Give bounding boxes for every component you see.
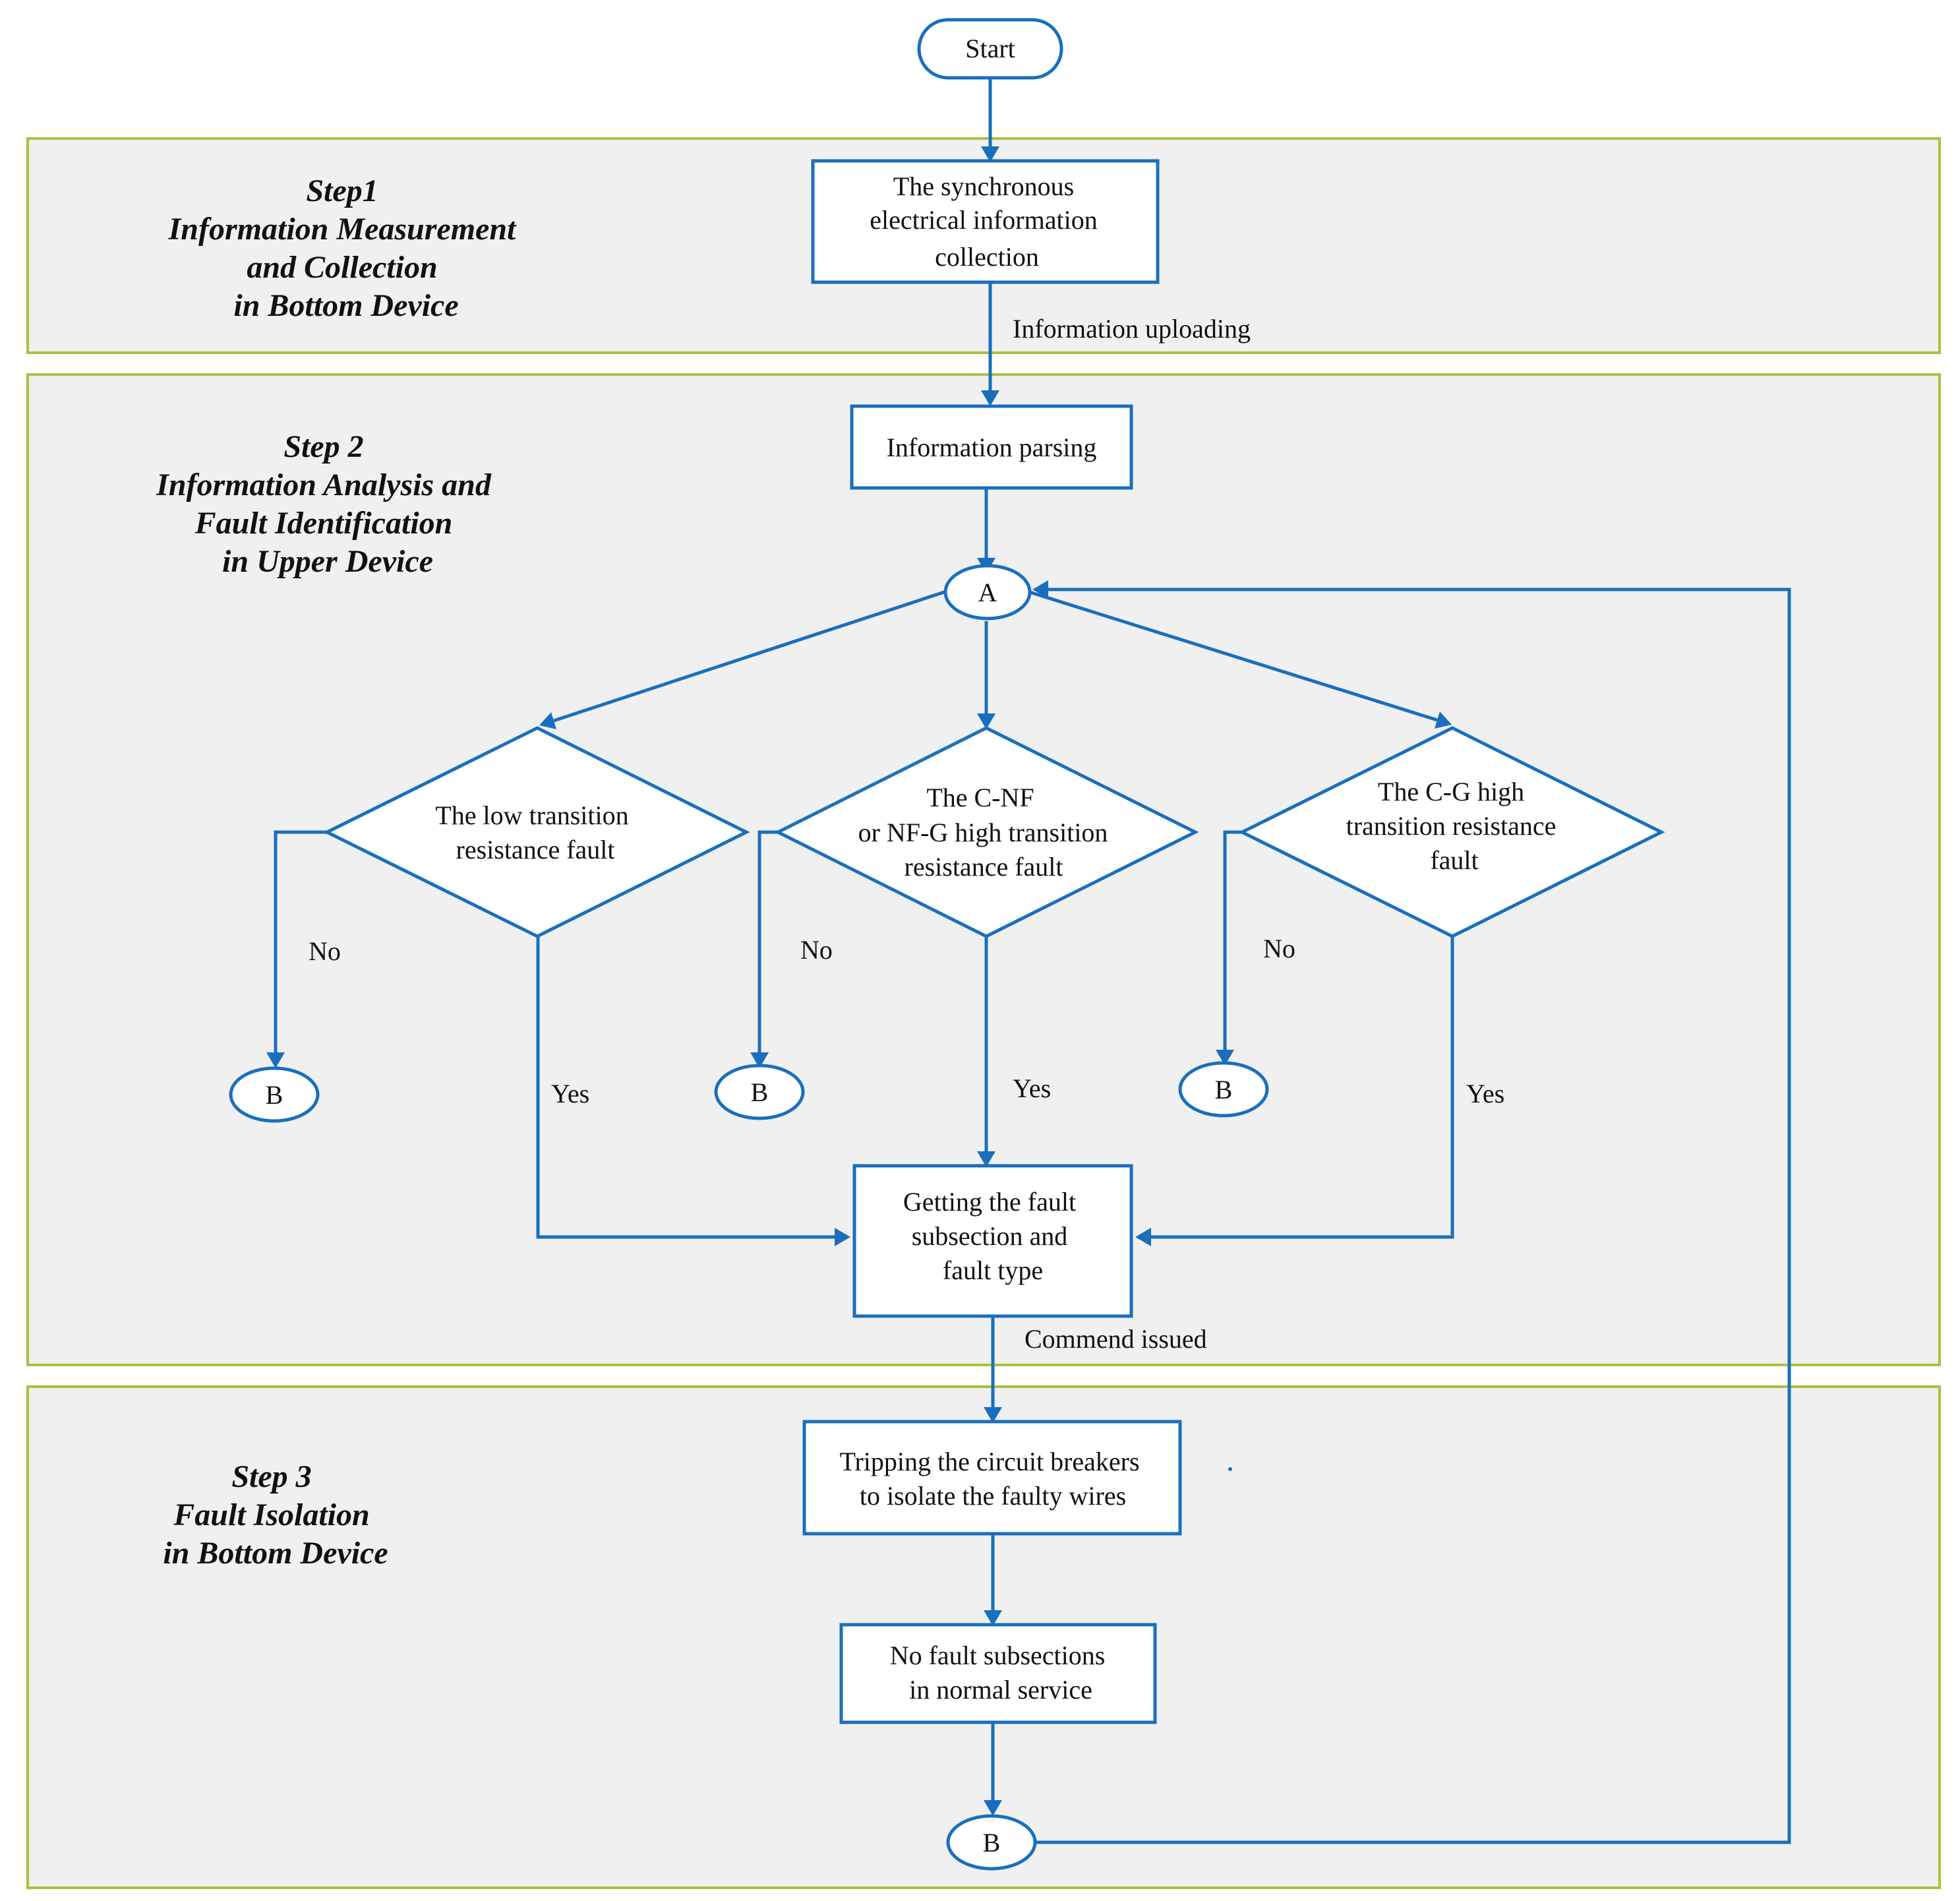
decision-low-transition	[323, 726, 750, 938]
edge-cg-no	[1223, 830, 1242, 1050]
arrowhead	[984, 1407, 1002, 1423]
arrowhead	[1435, 711, 1452, 729]
connector-b-label: B	[983, 1828, 1001, 1857]
decision-cg-line: transition resistance	[1346, 811, 1557, 841]
step3-line: Step 3	[231, 1459, 311, 1494]
decision-low-line: The low transition	[435, 800, 628, 830]
parsing-box	[850, 404, 1133, 490]
connector-b-label: B	[1215, 1075, 1233, 1104]
step2-line: Fault Identification	[194, 506, 453, 541]
arrowhead	[981, 390, 999, 406]
collection-line: The synchronous	[893, 171, 1074, 201]
arrowhead	[1216, 1050, 1234, 1066]
arrowhead	[981, 146, 999, 162]
connector-a-label: A	[978, 578, 997, 607]
commend-label: Commend issued	[1025, 1324, 1207, 1354]
yes-label: Yes	[551, 1079, 589, 1108]
arrowhead	[977, 713, 995, 729]
arrowhead	[1135, 1228, 1151, 1246]
connector-b	[229, 1066, 320, 1123]
no-label: No	[309, 936, 341, 966]
edge-low-no	[274, 830, 327, 1052]
stray-dot	[1228, 1467, 1232, 1471]
tripping-line: Tripping the circuit breakers	[839, 1447, 1139, 1476]
step1-line: and Collection	[247, 250, 437, 285]
connector-b-label: B	[266, 1080, 283, 1110]
no-fault-line: No fault subsections	[890, 1641, 1106, 1670]
connector-a	[943, 564, 1032, 620]
uploading-label: Information uploading	[1013, 314, 1251, 344]
step2-line: Information Analysis and	[156, 468, 492, 502]
step2-line: Step 2	[283, 429, 363, 464]
decision-cg-line: The C-G high	[1378, 777, 1524, 806]
arrowhead	[984, 1800, 1002, 1816]
decision-cnf-label: The C-NF or NF-G high transition resista…	[858, 783, 1115, 882]
decision-cnf-line: or NF-G high transition	[858, 818, 1108, 847]
tripping-line: to isolate the faulty wires	[860, 1481, 1126, 1511]
step2-title: Step 2 Information Analysis and Fault Id…	[156, 429, 499, 579]
arrowhead	[984, 1610, 1002, 1626]
yes-label: Yes	[1013, 1073, 1051, 1103]
edge-a-cg	[1029, 590, 1438, 722]
edge-a-low	[553, 590, 945, 723]
edge-cg-yes	[1151, 936, 1454, 1239]
no-fault-line: in normal service	[909, 1675, 1092, 1705]
edge-loop-b-a	[1035, 588, 1791, 1844]
connector-b-label: B	[751, 1077, 769, 1107]
step1-title: Step1 Information Measurement and Collec…	[168, 173, 524, 323]
decision-cg-label: The C-G high transition resistance fault	[1346, 777, 1563, 875]
connector-b	[714, 1064, 805, 1120]
step1-line: Step1	[306, 173, 378, 208]
step3-line: Fault Isolation	[173, 1497, 369, 1532]
getting-fault-line: subsection and	[912, 1221, 1068, 1251]
edge-low-yes	[536, 936, 835, 1239]
decision-cnf-line: resistance fault	[905, 852, 1063, 882]
step1-line: Information Measurement	[168, 212, 517, 247]
arrowhead	[539, 712, 556, 729]
decision-low-label: The low transition resistance fault	[435, 800, 635, 864]
decision-cnf-line: The C-NF	[926, 783, 1034, 812]
getting-fault-line: Getting the fault	[903, 1187, 1076, 1217]
tripping-label: Tripping the circuit breakers to isolate…	[839, 1447, 1146, 1511]
decision-cg-line: fault	[1430, 845, 1478, 875]
getting-fault-line: fault type	[943, 1255, 1043, 1285]
arrowhead	[977, 1151, 995, 1167]
collection-label: The synchronous electrical information c…	[870, 171, 1104, 272]
arrowhead	[1032, 580, 1048, 599]
arrowhead	[266, 1052, 285, 1068]
start-terminal	[917, 18, 1063, 80]
decision-cnf-transition	[774, 726, 1199, 938]
tripping-box	[802, 1420, 1182, 1536]
getting-fault-label: Getting the fault subsection and fault t…	[903, 1187, 1083, 1285]
no-fault-box	[839, 1623, 1157, 1724]
getting-fault-box	[852, 1164, 1133, 1318]
no-label: No	[800, 935, 833, 965]
parsing-label: Information parsing	[887, 433, 1097, 462]
step3-title: Step 3 Fault Isolation in Bottom Device	[163, 1459, 388, 1571]
collection-line: collection	[935, 242, 1039, 272]
no-fault-label: No fault subsections in normal service	[890, 1641, 1112, 1705]
collection-box	[811, 159, 1160, 284]
yes-label: Yes	[1466, 1079, 1504, 1108]
step3-line: in Bottom Device	[163, 1536, 388, 1571]
edge-cnf-no	[757, 830, 778, 1052]
step1-line: in Bottom Device	[233, 288, 458, 323]
step2-line: in Upper Device	[222, 544, 433, 579]
collection-line: electrical information	[870, 205, 1097, 235]
no-label: No	[1263, 934, 1295, 963]
connector-b-final	[946, 1814, 1037, 1871]
connector-b	[1178, 1061, 1269, 1118]
decision-low-line: resistance fault	[456, 835, 615, 864]
arrowhead	[750, 1052, 769, 1068]
arrowhead	[835, 1228, 850, 1246]
start-label: Start	[965, 34, 1015, 63]
decision-cg-transition	[1238, 726, 1665, 938]
